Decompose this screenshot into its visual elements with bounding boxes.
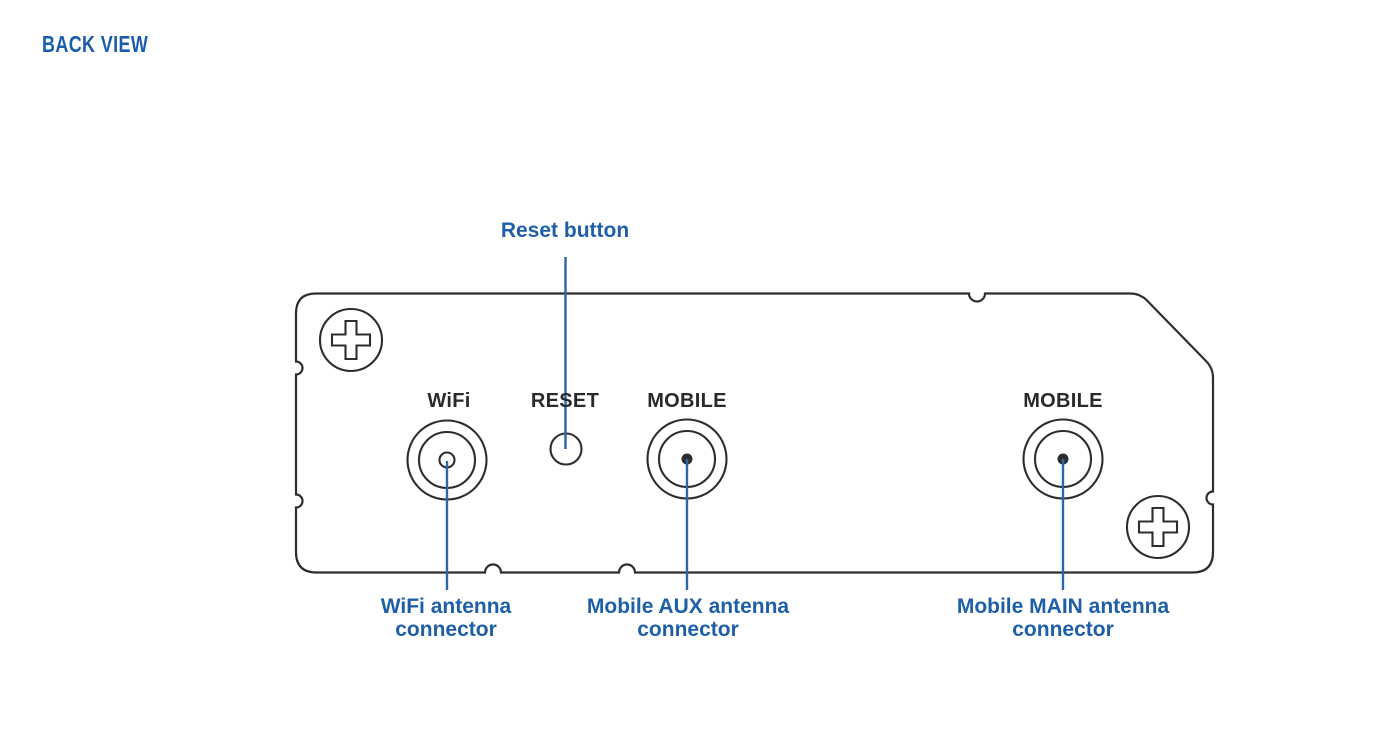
callout-line: Mobile AUX antenna xyxy=(586,595,790,618)
callout-line: connector xyxy=(637,618,739,641)
phillips-screw-icon xyxy=(1125,494,1191,560)
callout-mobile-aux-antenna-connector: Mobile AUX antenna connector xyxy=(587,595,789,641)
phillips-screw-icon xyxy=(318,307,384,373)
callout-line: connector xyxy=(395,618,497,641)
callout-line: connector xyxy=(1012,618,1114,641)
callout-line: Mobile MAIN antenna xyxy=(956,595,1170,618)
callout-line: WiFi antenna xyxy=(380,595,512,618)
device-panel-outline xyxy=(294,292,1215,574)
page-title: BACK VIEW xyxy=(42,31,149,57)
port-label-mobile-main: MOBILE xyxy=(1023,390,1103,412)
port-label-reset: RESET xyxy=(530,390,600,412)
callout-mobile-main-antenna-connector: Mobile MAIN antenna connector xyxy=(957,595,1169,641)
port-label-mobile-aux: MOBILE xyxy=(647,390,727,412)
port-label-wifi: WiFi xyxy=(427,390,471,412)
callout-wifi-antenna-connector: WiFi antenna connector xyxy=(381,595,511,641)
callout-reset-button: Reset button xyxy=(500,219,630,242)
